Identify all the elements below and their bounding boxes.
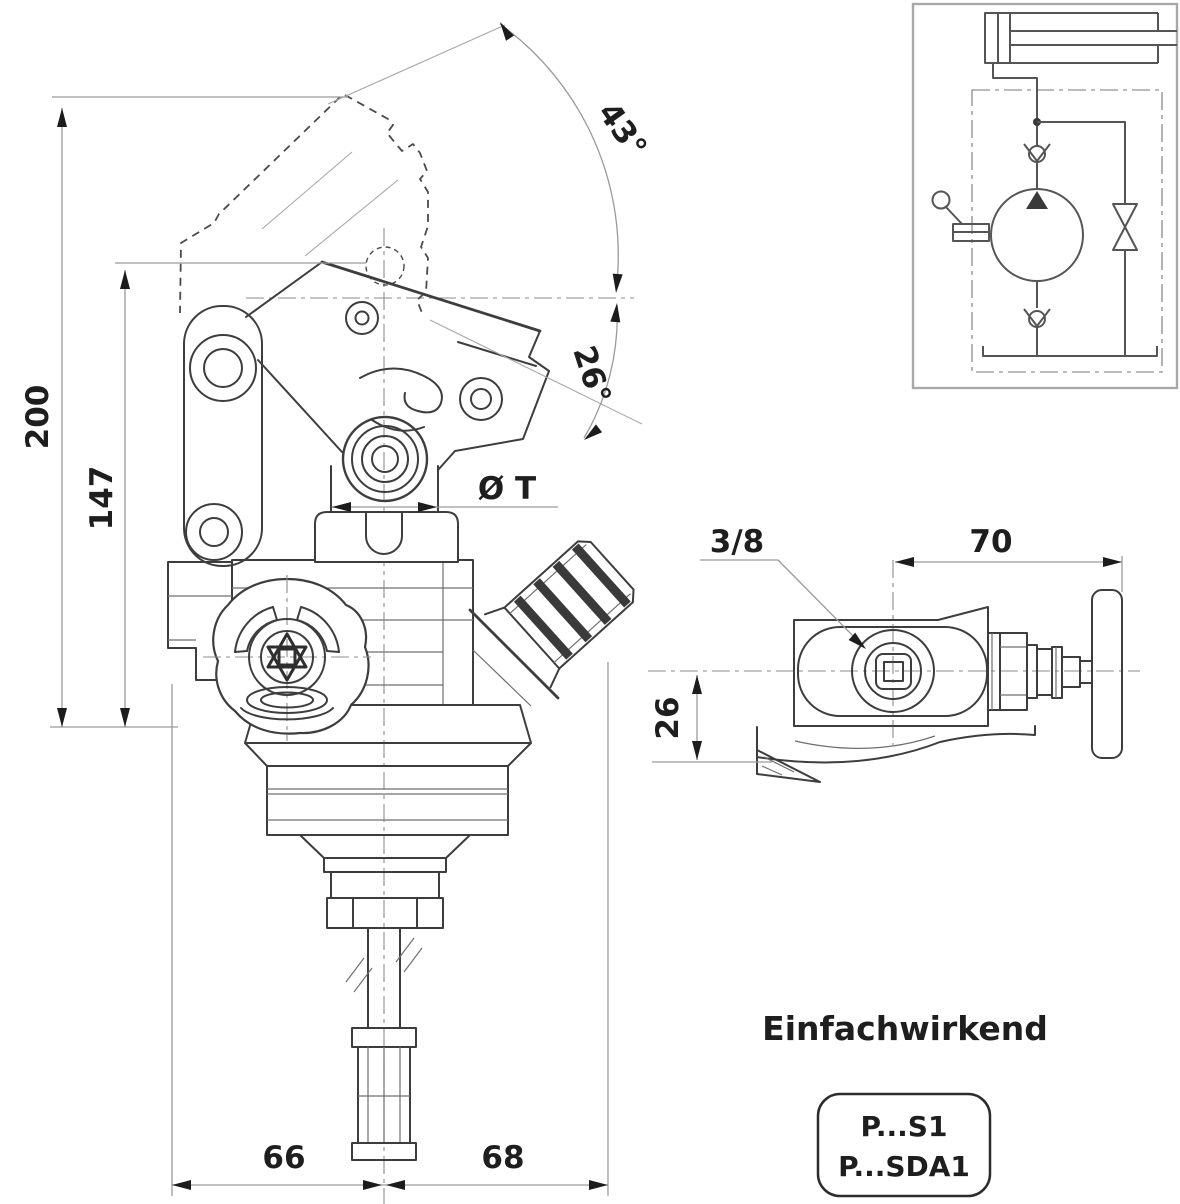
handle-raised-phantom [179, 94, 429, 314]
reservoir-boundary [971, 89, 1163, 373]
side-body [793, 606, 989, 727]
knob-slots [234, 606, 340, 721]
dim-70-label: 70 [969, 524, 1012, 560]
dimension-angle-26: 26° [429, 303, 643, 440]
release-knob [203, 575, 371, 741]
check-valve-top-icon [1023, 143, 1051, 163]
dim-200-label: 200 [20, 385, 56, 450]
dimension-angle-43: 43° [327, 22, 654, 293]
pivot-boss [341, 415, 429, 503]
dimension-66-68: 66 68 [171, 662, 609, 1196]
linkage-arm [183, 305, 263, 567]
dim-68-label: 68 [481, 1140, 524, 1176]
flow-direction-triangle [1026, 191, 1048, 209]
dim-66-label: 66 [262, 1140, 305, 1176]
dim-147-label: 147 [84, 466, 120, 531]
dim-26-side-label: 26 [650, 696, 686, 739]
handwheel-disc [1091, 589, 1123, 759]
dimension-diameter-t: Ø T [332, 471, 558, 512]
gland-and-handwheel [987, 589, 1123, 759]
side-view: 3/8 70 26 [648, 524, 1140, 783]
dimension-147: 147 [84, 262, 366, 727]
pump-lever-mechanism [245, 260, 550, 503]
shutoff-valve-icon [1112, 203, 1138, 251]
dimension-26-side: 26 [650, 675, 772, 763]
star-grip-icon [266, 632, 308, 682]
dim-3-8-label: 3/8 [710, 524, 764, 560]
schematic-frame [911, 2, 1179, 390]
angle-26-label: 26° [565, 341, 617, 408]
diameter-t-label: Ø T [478, 471, 536, 507]
pivot-hidden-circle [365, 246, 405, 286]
type-label-line2: P...SDA1 [838, 1150, 970, 1183]
threaded-port [483, 540, 635, 689]
dimension-70: 70 [895, 524, 1123, 592]
type-label-box: P...S1 P...SDA1 [816, 1092, 992, 1198]
hand-lever-icon [931, 190, 990, 242]
type-label-line1: P...S1 [861, 1110, 948, 1143]
hydraulic-schematic [911, 2, 1179, 390]
caption-einfachwirkend: Einfachwirkend [762, 1009, 1048, 1048]
tank-line [982, 346, 1158, 357]
suction-filter [351, 1027, 417, 1161]
dimension-200: 200 [20, 96, 348, 728]
pipework [982, 63, 1158, 357]
hex-nut [326, 897, 444, 929]
front-view: 200 147 43° 26° Ø T [20, 22, 654, 1204]
thread-ridges [513, 543, 631, 660]
hand-pump-symbol [990, 188, 1084, 282]
mounting-cap [314, 511, 459, 563]
dimension-3-8: 3/8 [700, 524, 866, 649]
cylinder-symbol [984, 12, 1177, 64]
check-valve-bottom-icon [1023, 308, 1051, 328]
piston-rod [345, 927, 423, 1029]
base-plate [756, 725, 1036, 783]
